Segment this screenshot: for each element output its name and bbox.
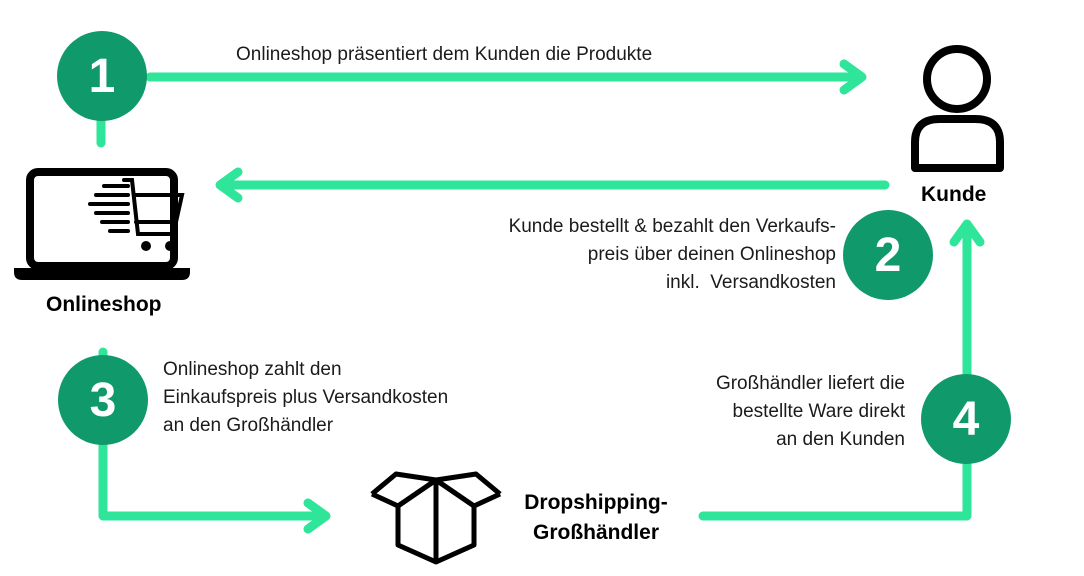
step-circle-3: 3 bbox=[58, 355, 148, 445]
step-3-line-3: an den Großhändler bbox=[163, 415, 334, 436]
step-3-line-2: Einkaufspreis plus Versandkosten bbox=[163, 387, 449, 408]
node-label-onlineshop: Onlineshop bbox=[46, 293, 162, 316]
step-4-line-2: bestellte Ware direkt bbox=[732, 401, 905, 422]
arrow-step-4 bbox=[698, 223, 972, 521]
step-2-line-2: preis über deinen Onlineshop bbox=[587, 244, 836, 265]
step-circle-2: 2 bbox=[843, 210, 933, 300]
step-circle-1: 1 bbox=[57, 31, 147, 121]
step-4-line-1: Großhändler liefert die bbox=[715, 373, 905, 394]
step-1-text: Onlineshop präsentiert dem Kunden die Pr… bbox=[236, 44, 653, 65]
step-2-line-1: Kunde bestellt & bezahlt den Verkaufs- bbox=[508, 216, 836, 237]
laptop-cart-icon bbox=[14, 168, 190, 280]
arrow-step-3-head bbox=[303, 498, 331, 534]
grosshaendler-line-1: Dropshipping- bbox=[524, 491, 668, 514]
arrow-step-1-head bbox=[839, 59, 867, 95]
step-4-text: Großhändler liefert die bestellte Ware d… bbox=[600, 370, 905, 454]
grosshaendler-line-2: Großhändler bbox=[532, 521, 659, 544]
node-label-kunde: Kunde bbox=[921, 183, 987, 206]
step-3-line-1: Onlineshop zahlt den bbox=[163, 359, 342, 380]
box-icon bbox=[370, 471, 502, 565]
step-4-line-3: an den Kunden bbox=[776, 429, 905, 450]
step-2-text: Kunde bestellt & bezahlt den Verkaufs- p… bbox=[380, 213, 836, 297]
step-2-line-3: inkl. Versandkosten bbox=[665, 272, 836, 293]
step-3-text: Onlineshop zahlt den Einkaufspreis plus … bbox=[163, 356, 523, 440]
step-circle-4: 4 bbox=[921, 374, 1011, 464]
arrow-step-4-head bbox=[949, 219, 985, 247]
arrow-step-2-head bbox=[215, 167, 243, 203]
node-label-grosshaendler: Dropshipping- Großhändler bbox=[508, 488, 684, 548]
person-icon bbox=[911, 45, 1004, 172]
